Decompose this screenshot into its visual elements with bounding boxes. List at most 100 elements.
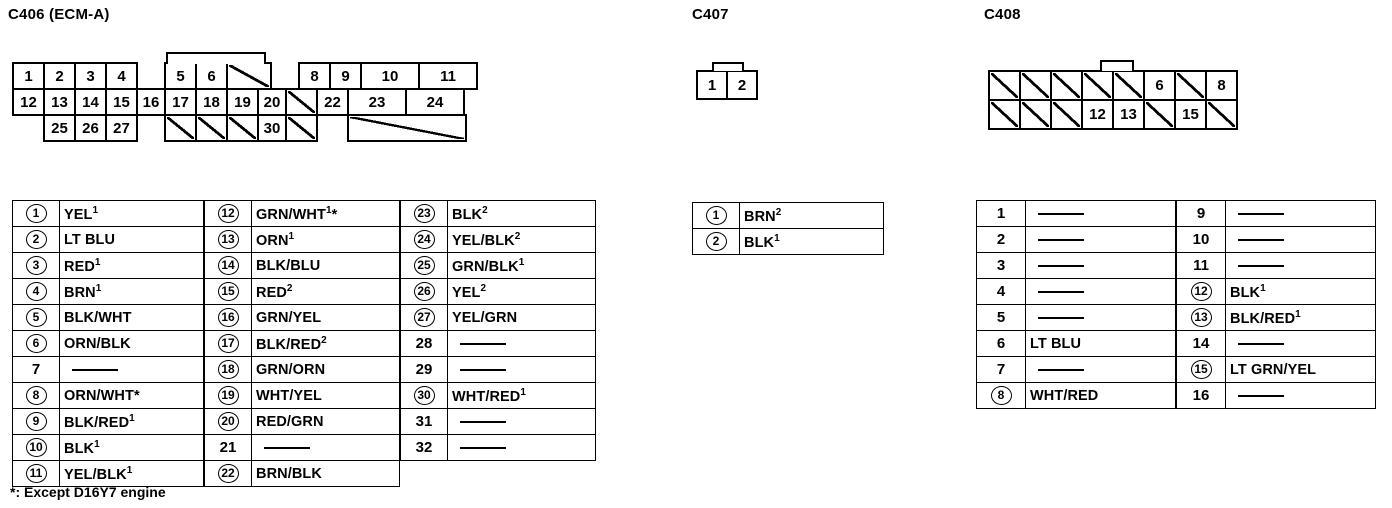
circled-pin-number: 14	[217, 256, 239, 275]
wire-note-superscript: 2	[514, 230, 521, 242]
wire-color-26: YEL2	[447, 278, 596, 305]
pin-cavity-unused	[1050, 99, 1083, 130]
wire-color-8: ORN/WHT*	[59, 382, 204, 409]
terminal-row: 9	[1176, 200, 1376, 227]
terminal-number-1: 1	[976, 200, 1026, 227]
wire-note-superscript: 1	[129, 412, 135, 424]
circled-pin-number: 2	[705, 232, 727, 251]
terminal-number-5: 5	[12, 304, 60, 331]
terminal-number-12: 12	[1176, 278, 1226, 305]
pin-cavity-1: 1	[696, 70, 728, 100]
wire-note-superscript: 1	[94, 256, 101, 268]
connector-hood-c406	[166, 52, 266, 64]
terminal-number-14: 14	[204, 252, 252, 279]
wire-color-24: YEL/BLK2	[447, 226, 596, 253]
circled-pin-number: 5	[25, 308, 47, 327]
plain-pin-number: 7	[996, 361, 1006, 378]
terminal-number-23: 23	[400, 200, 448, 227]
terminal-row: 32	[400, 434, 596, 461]
terminal-row: 29	[400, 356, 596, 383]
wire-color-10	[1225, 226, 1376, 253]
terminal-number-10: 10	[1176, 226, 1226, 253]
terminal-number-11: 11	[1176, 252, 1226, 279]
circled-pin-number: 19	[217, 386, 239, 405]
wire-color-9: BLK/RED1	[59, 408, 204, 435]
terminal-number-15: 15	[1176, 356, 1226, 383]
wire-color-2: LT BLU	[59, 226, 204, 253]
pin-cavity-3: 3	[74, 62, 107, 90]
terminal-row: 10	[1176, 226, 1376, 253]
pin-cavity-2: 2	[43, 62, 76, 90]
pin-cavity-spacer	[136, 114, 166, 142]
pin-cavity-12: 12	[1081, 99, 1114, 130]
plain-pin-number: 10	[1192, 231, 1210, 248]
terminal-number-9: 9	[1176, 200, 1226, 227]
wire-color-1: BRN2	[739, 202, 884, 229]
terminal-row: 5	[976, 304, 1176, 331]
wire-color-25: GRN/BLK1	[447, 252, 596, 279]
no-wire-dash	[1038, 264, 1084, 267]
terminal-number-1: 1	[692, 202, 740, 229]
wire-color-28	[447, 330, 596, 357]
pin-cavity-unused	[1143, 99, 1176, 130]
pin-cavity-spacer	[316, 114, 349, 142]
wire-note-superscript: 1	[95, 282, 102, 294]
wire-color-4: BRN1	[59, 278, 204, 305]
wire-note-superscript: 2	[775, 206, 782, 218]
terminal-number-15: 15	[204, 278, 252, 305]
no-wire-dash	[1038, 238, 1084, 241]
pin-cavity-unused	[226, 62, 272, 90]
pin-cavity-30: 30	[257, 114, 287, 142]
terminal-number-4: 4	[12, 278, 60, 305]
pin-cavity-1: 1	[12, 62, 45, 90]
terminal-row: 11	[1176, 252, 1376, 279]
terminal-number-18: 18	[204, 356, 252, 383]
plain-pin-number: 21	[219, 439, 237, 456]
terminal-number-20: 20	[204, 408, 252, 435]
pin-cavity-4: 4	[105, 62, 138, 90]
pin-cavity-19: 19	[226, 88, 259, 116]
wire-note-superscript: 1	[94, 438, 100, 450]
terminal-number-24: 24	[400, 226, 448, 253]
circled-pin-number: 22	[217, 464, 239, 483]
wire-note-superscript: 1	[288, 230, 295, 242]
terminal-number-22: 22	[204, 460, 252, 487]
terminal-number-7: 7	[976, 356, 1026, 383]
wire-color-8: WHT/RED	[1025, 382, 1176, 409]
circled-pin-number: 1	[705, 206, 727, 225]
no-wire-dash	[1038, 368, 1084, 371]
pin-cavity-9: 9	[329, 62, 362, 90]
pin-cavity-unused	[988, 70, 1021, 101]
wire-color-2	[1025, 226, 1176, 253]
pin-cavity-10: 10	[360, 62, 420, 90]
circled-pin-number: 8	[990, 386, 1012, 405]
terminal-row: 1 BRN2	[692, 202, 884, 229]
pin-cavity-8: 8	[298, 62, 331, 90]
terminal-number-28: 28	[400, 330, 448, 357]
plain-pin-number: 7	[31, 361, 41, 378]
circled-pin-number: 11	[25, 464, 47, 483]
pin-cavity-13: 13	[1112, 99, 1145, 130]
wire-note-superscript: 1	[520, 386, 527, 398]
terminal-row: 2	[976, 226, 1176, 253]
wire-color-15: LT GRN/YEL	[1225, 356, 1376, 383]
plain-pin-number: 11	[1193, 257, 1209, 274]
terminal-number-6: 6	[12, 330, 60, 357]
plain-pin-number: 16	[1192, 387, 1210, 404]
terminal-number-8: 8	[976, 382, 1026, 409]
plain-pin-number: 6	[996, 335, 1006, 352]
wire-color-12: BLK1	[1225, 278, 1376, 305]
